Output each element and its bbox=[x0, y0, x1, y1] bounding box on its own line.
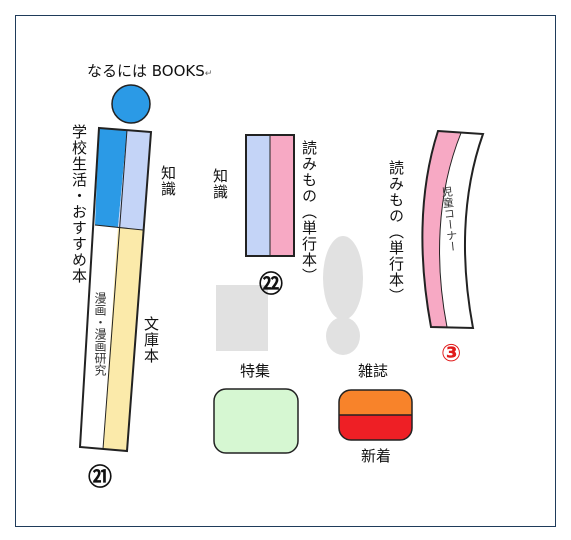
tokushu-label: 特集 bbox=[240, 362, 271, 380]
shelf-3-left-label: 読みもの（単行本） bbox=[387, 160, 405, 304]
shelf-21-light-blue-section bbox=[118, 130, 151, 230]
shinchaku-label: 新着 bbox=[361, 447, 392, 465]
shelf-21 bbox=[78, 126, 153, 453]
shelf-22-left-label: 知識 bbox=[211, 168, 229, 200]
zasshi-label: 雑誌 bbox=[358, 362, 389, 380]
map-frame bbox=[15, 15, 556, 527]
books-sign-label: なるには BOOKS↵ bbox=[87, 62, 213, 80]
shelf-21-number: ㉑ bbox=[88, 463, 112, 491]
gray-block bbox=[216, 285, 268, 351]
shelf-3-white-section bbox=[439, 133, 483, 328]
shelf-3 bbox=[421, 129, 485, 330]
books-circle bbox=[111, 84, 151, 124]
magazine-rack bbox=[338, 389, 413, 441]
tokushu-table bbox=[213, 388, 299, 454]
gray-oval-tall bbox=[323, 236, 363, 320]
shelf-21-lower-right-label: 文庫本 bbox=[142, 316, 160, 364]
shelf-22 bbox=[245, 134, 295, 257]
shelf-21-yellow-section bbox=[103, 227, 143, 451]
shelf-21-upper-right-label: 知識 bbox=[159, 165, 177, 197]
shelf-22-pink-section bbox=[270, 135, 294, 256]
new-arrivals-red-section bbox=[339, 415, 412, 440]
shelf-21-inside-label: 漫画・漫画研究 bbox=[93, 292, 107, 376]
shelf-3-number: ③ bbox=[441, 339, 462, 367]
shelf-21-left-label: 学校生活・おすすめ本 bbox=[70, 124, 88, 284]
shelf-3-pink-section bbox=[422, 131, 461, 327]
shelf-22-light-blue-section bbox=[246, 135, 270, 256]
shelf-21-outline bbox=[78, 126, 153, 453]
shelf-22-number: ㉒ bbox=[259, 270, 283, 298]
shelf-22-right-label: 読みもの（単行本） bbox=[300, 140, 318, 284]
gray-oval-small bbox=[326, 317, 360, 355]
magazine-orange-section bbox=[339, 390, 412, 415]
shelf-21-white-section bbox=[80, 225, 118, 449]
shelf-21-blue-section bbox=[95, 128, 127, 227]
